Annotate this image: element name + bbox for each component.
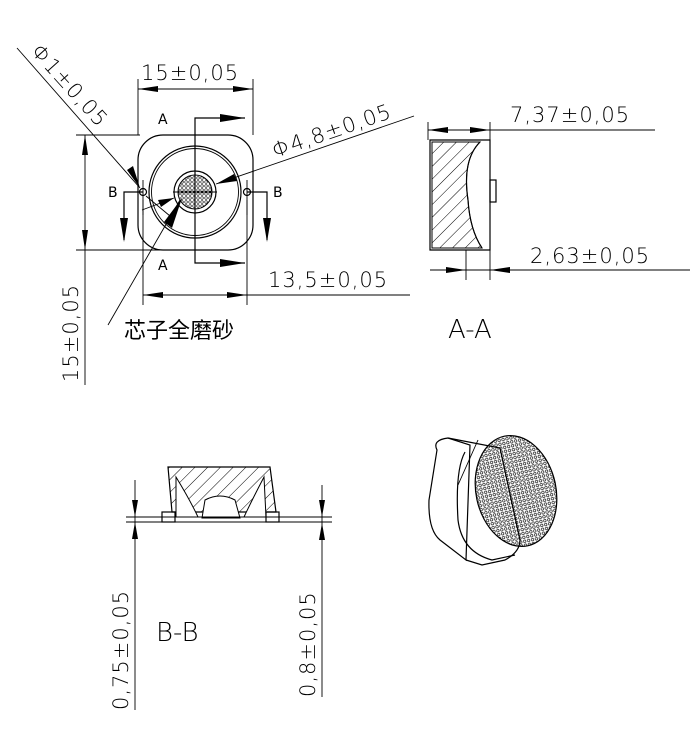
lens-diameter-dimension: Φ4,8±0,05 [269, 99, 395, 162]
lens-mesh-face [474, 434, 558, 548]
note-frosted-core: 芯子全磨砂 [124, 319, 234, 344]
hole-diameter-dimension: Φ1±0,05 [26, 39, 113, 131]
hole-spacing-dimension: 13,5±0,05 [268, 268, 388, 292]
width-dimension: 15±0,05 [141, 61, 239, 85]
section-b-right-label: B [273, 185, 283, 201]
bb-right-dimension: 0,8±0,05 [296, 591, 320, 697]
section-bb-view: 0,75±0,05 0,8±0,05 B-B [109, 466, 332, 710]
aa-height-dimension: 7,37±0,05 [510, 103, 630, 127]
section-a-bottom-label: A [158, 258, 168, 274]
section-aa-title: A-A [448, 315, 492, 345]
section-b-left-line [123, 191, 143, 240]
section-b-right-line [247, 191, 268, 240]
bb-left-dimension: 0,75±0,05 [109, 590, 133, 710]
section-aa-view: 7,37±0,05 2,63±0,05 A-A [427, 103, 690, 345]
front-view: A A B B 15±0,05 15±0,05 Φ1±0,05 Φ4,8± [16, 39, 415, 385]
section-b-left-label: B [108, 185, 118, 201]
aa-flange-dimension: 2,63±0,05 [530, 244, 650, 268]
section-a-top-label: A [158, 112, 168, 128]
isometric-view [428, 434, 558, 566]
section-bb-title: B-B [156, 618, 199, 648]
height-dimension: 15±0,05 [59, 284, 83, 382]
